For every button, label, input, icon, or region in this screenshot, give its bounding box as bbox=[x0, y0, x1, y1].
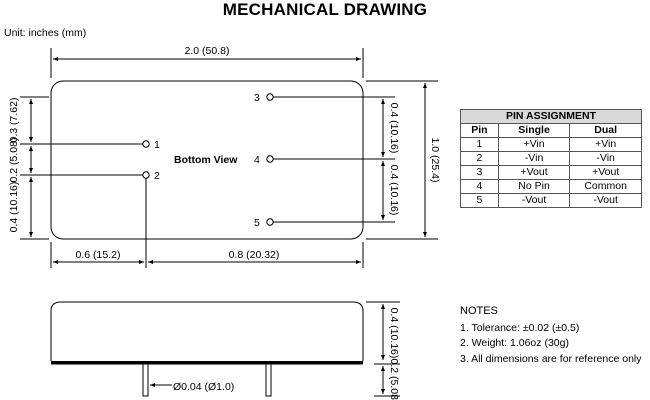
bottom-view-outline bbox=[50, 80, 364, 240]
pin-3-circle bbox=[266, 93, 274, 101]
notes-section: NOTES 1. Tolerance: ±0.02 (±0.5) 2. Weig… bbox=[460, 304, 642, 367]
pin-length-dimension-label: 0.2 (5.08) bbox=[388, 359, 400, 400]
pin-1-circle bbox=[142, 140, 150, 148]
table-cell: -Vin bbox=[569, 151, 642, 166]
notes-title: NOTES bbox=[460, 305, 498, 317]
pin-4-circle bbox=[266, 155, 274, 163]
pin-table-caption: PIN ASSIGNMENT bbox=[460, 109, 642, 124]
note-item: 1. Tolerance: ±0.02 (±0.5) bbox=[460, 321, 580, 334]
note-item: 3. All dimensions are for reference only bbox=[460, 352, 642, 365]
pin-assignment-table: PIN ASSIGNMENT Pin Single Dual 1 +Vin +V… bbox=[460, 109, 642, 208]
height-dimension-label: 1.0 (25.4) bbox=[429, 138, 441, 183]
table-row: 5 -Vout -Vout bbox=[460, 193, 642, 208]
bottom-left-dimension-label: 0.6 (15.2) bbox=[76, 249, 121, 261]
table-row: 4 No Pin Common bbox=[460, 179, 642, 194]
table-cell: -Vout bbox=[497, 193, 571, 208]
table-cell: +Vin bbox=[569, 137, 642, 152]
side-view-pin-right bbox=[265, 363, 272, 397]
drawing-title: MECHANICAL DRAWING bbox=[222, 0, 428, 19]
pin-diameter-label: Ø0.04 (Ø1.0) bbox=[173, 381, 234, 393]
side-view-outline bbox=[50, 301, 364, 361]
table-cell: -Vout bbox=[569, 193, 642, 208]
width-dimension-label: 2.0 (50.8) bbox=[185, 45, 230, 57]
pin-table-header: Dual bbox=[569, 123, 642, 138]
bottom-right-dimension-label: 0.8 (20.32) bbox=[229, 249, 280, 261]
side-view-base bbox=[51, 361, 363, 365]
pin-table-header: Single bbox=[497, 123, 571, 138]
table-row: 3 +Vout +Vout bbox=[460, 165, 642, 180]
pin-1-label: 1 bbox=[154, 139, 160, 151]
body-height-dimension-label: 0.4 (10.16) bbox=[388, 308, 400, 359]
pin-3-label: 3 bbox=[254, 92, 260, 104]
table-cell: -Vin bbox=[497, 151, 571, 166]
table-cell: 5 bbox=[460, 193, 499, 208]
table-cell: 2 bbox=[460, 151, 499, 166]
pin-4-label: 4 bbox=[254, 154, 260, 166]
table-cell: +Vout bbox=[569, 165, 642, 180]
pin-table-header-row: Pin Single Dual bbox=[460, 123, 642, 138]
note-item: 2. Weight: 1.06oz (30g) bbox=[460, 337, 569, 349]
unit-label: Unit: inches (mm) bbox=[4, 27, 87, 39]
side-view-pin-left bbox=[142, 363, 149, 397]
pin-table-header: Pin bbox=[460, 123, 499, 138]
table-cell: 4 bbox=[460, 179, 499, 194]
pin-5-label: 5 bbox=[254, 217, 260, 229]
table-cell: Common bbox=[569, 179, 642, 194]
table-cell: +Vin bbox=[497, 137, 571, 152]
table-cell: 1 bbox=[460, 137, 499, 152]
left-bottom-dimension-label: 0.4 (10.16) bbox=[8, 182, 20, 233]
pin-2-circle bbox=[142, 171, 150, 179]
left-mid-dimension-label: 0.2 (5.08) bbox=[8, 138, 20, 183]
pin-2-label: 2 bbox=[154, 170, 160, 182]
right-lower-dimension-label: 0.4 (10.16) bbox=[388, 165, 400, 216]
table-cell: +Vout bbox=[497, 165, 571, 180]
table-cell: No Pin bbox=[497, 179, 571, 194]
right-upper-dimension-label: 0.4 (10.16) bbox=[388, 103, 400, 154]
pin-5-circle bbox=[266, 218, 274, 226]
left-top-dimension-label: 0.3 (7.62) bbox=[8, 98, 20, 143]
table-row: 2 -Vin -Vin bbox=[460, 151, 642, 166]
table-row: 1 +Vin +Vin bbox=[460, 137, 642, 152]
table-cell: 3 bbox=[460, 165, 499, 180]
bottom-view-label: Bottom View bbox=[174, 154, 238, 166]
